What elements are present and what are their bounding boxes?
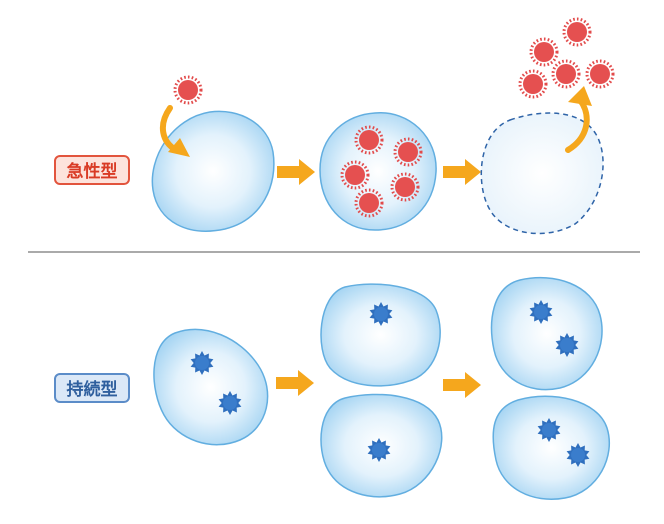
released-virus-icon-3: [518, 69, 548, 99]
persistent-flow-arrow-icon-1: [276, 370, 314, 396]
persistent-progeny-cell-top: [490, 276, 603, 391]
persistent-progeny-cell-bottom: [492, 395, 611, 500]
released-virus-icon-1: [562, 17, 592, 47]
persistent-cell-1: [153, 328, 269, 446]
persistent-type-label: 持続型: [54, 373, 130, 403]
persistent-flow-arrow-icon-2: [443, 372, 481, 398]
released-virus-icon-4: [551, 59, 581, 89]
acute-cell-1: [151, 110, 275, 232]
curved-release-arrow-icon: [565, 86, 592, 153]
persistent-daughter-cell-top: [320, 283, 441, 387]
curved-entry-arrow-icon: [159, 105, 190, 157]
acute-cell-2: [319, 112, 437, 231]
released-virus-icon-5: [585, 59, 615, 89]
released-virus-icon-2: [529, 37, 559, 67]
acute-flow-arrow-icon-2: [443, 159, 481, 185]
acute-entering-virus-icon: [173, 75, 203, 105]
acute-type-label: 急性型: [54, 155, 130, 185]
acute-flow-arrow-icon-1: [277, 159, 315, 185]
